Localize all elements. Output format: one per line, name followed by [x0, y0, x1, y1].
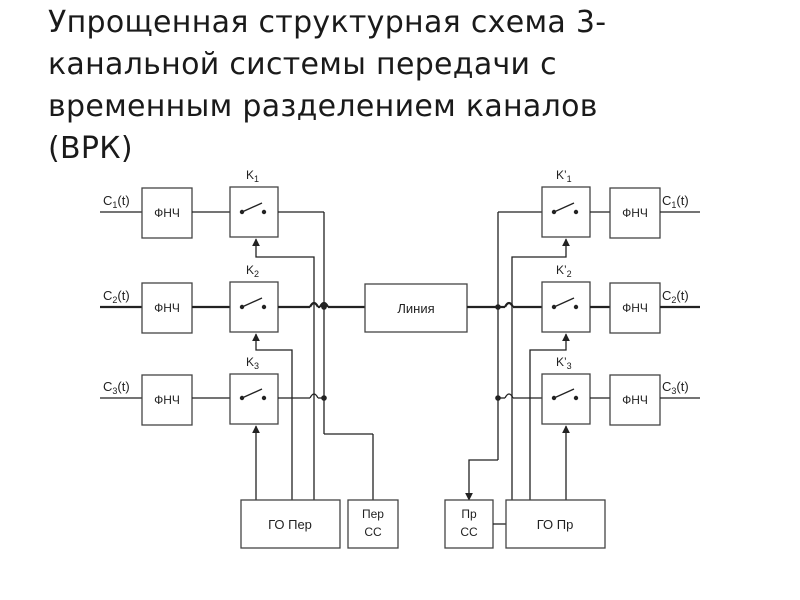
rx-filter-1-label: ФНЧ — [622, 206, 648, 220]
tx-sync-label-1: Пер — [362, 507, 384, 521]
tx-switch-3 — [239, 388, 267, 401]
rx-filter-3 — [609, 374, 661, 426]
tx-key-3-label: K3 — [246, 355, 259, 371]
ctrl-go-k2 — [252, 333, 293, 500]
output-label-c1: C1(t) — [662, 193, 689, 210]
tx-filter-3 — [141, 374, 193, 426]
rx-filter-3-label: ФНЧ — [622, 393, 648, 407]
rx-bus-node-2 — [495, 304, 501, 310]
rx-key-2 — [541, 281, 591, 333]
tx-clock-generator — [240, 499, 341, 549]
rx-key-2-label: K’2 — [556, 263, 572, 279]
rx-bus-to-sync — [465, 459, 498, 501]
tx-filter-3-label: ФНЧ — [154, 393, 180, 407]
rx-clock-generator-label: ГО Пр — [537, 517, 574, 532]
title-line-3: временным разделением каналов — [48, 89, 598, 124]
tx-sync-label-2: СС — [364, 525, 382, 539]
tx-sync-box — [347, 499, 399, 549]
rx-switch-1 — [551, 202, 579, 215]
ctrl-gopr-k2 — [529, 333, 570, 500]
tx-key-2 — [229, 281, 279, 333]
tx-switch-2 — [239, 297, 267, 310]
tx-key-2-label: K2 — [246, 263, 259, 279]
tx-bus-node-2 — [321, 304, 327, 310]
tx-key-3 — [229, 373, 279, 425]
rx-filter-1 — [609, 187, 661, 239]
tx-bus-node-3 — [321, 395, 327, 401]
ctrl-go-k1 — [252, 238, 315, 500]
rx-key-3-label: K’3 — [556, 355, 572, 371]
title-line-1: Упрощенная структурная схема 3- — [48, 5, 607, 40]
input-label-c2: C2(t) — [103, 288, 130, 305]
rx-filter-2-label: ФНЧ — [622, 301, 648, 315]
tx-clock-generator-label: ГО Пер — [268, 517, 312, 532]
rx-key-1 — [541, 186, 591, 238]
rx-clock-generator — [505, 499, 606, 549]
rx-switch-3 — [551, 388, 579, 401]
tx-key-1-label: K1 — [246, 168, 259, 184]
tx-filter-1-label: ФНЧ — [154, 206, 180, 220]
tx-filter-1 — [141, 187, 193, 239]
output-label-c2: C2(t) — [662, 288, 689, 305]
tx-switch-1 — [239, 202, 267, 215]
title-line-4: (ВРК) — [48, 131, 133, 166]
tx-key-1 — [229, 186, 279, 238]
page-title: Упрощенная структурная схема 3- канально… — [48, 2, 788, 170]
transmission-line-label: Линия — [397, 301, 434, 316]
rx-sync-label-1: Пр — [461, 507, 477, 521]
ctrl-gopr-k1 — [511, 238, 570, 500]
input-label-c3: C3(t) — [103, 379, 130, 396]
rx-key-3 — [541, 373, 591, 425]
tx-filter-2-label: ФНЧ — [154, 301, 180, 315]
rx-sync-label-2: СС — [460, 525, 478, 539]
rx-switch-2 — [551, 297, 579, 310]
output-label-c3: C3(t) — [662, 379, 689, 396]
input-label-c1: C1(t) — [103, 193, 130, 210]
rx-key-1-label: K’1 — [556, 168, 572, 184]
rx-filter-2 — [609, 282, 661, 334]
title-line-2: канальной системы передачи с — [48, 47, 557, 82]
